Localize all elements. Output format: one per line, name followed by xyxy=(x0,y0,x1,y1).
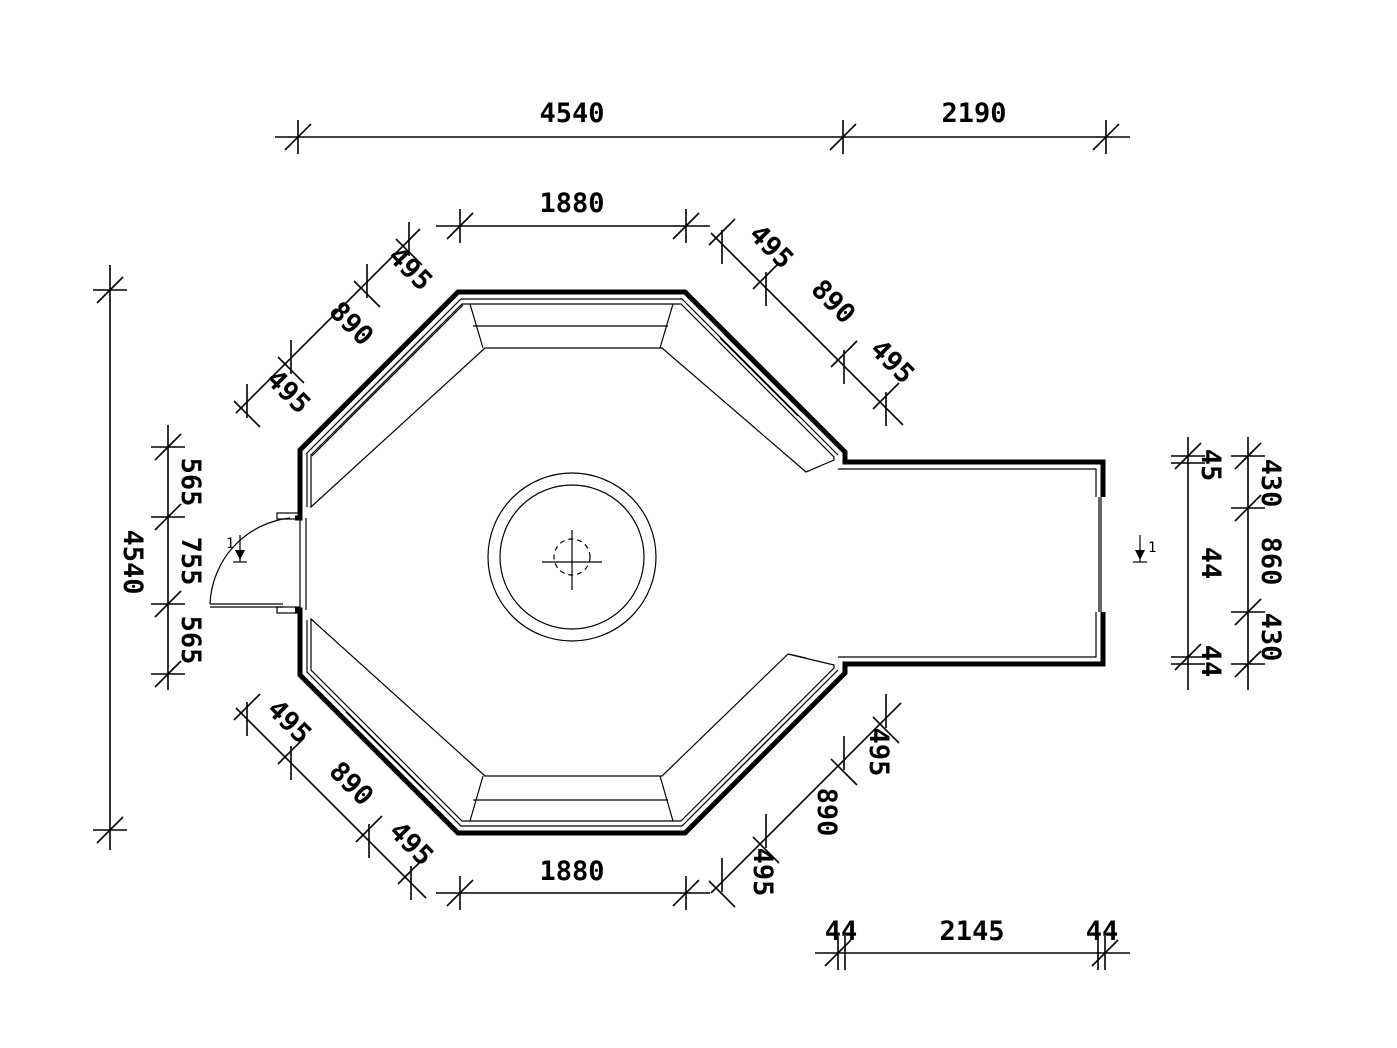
outer-wall xyxy=(276,289,1106,836)
dim-label: 1880 xyxy=(539,188,604,219)
dim-label: 44 xyxy=(1086,916,1119,947)
diagonal-windows xyxy=(341,331,803,795)
dim-label: 890 xyxy=(805,274,861,330)
dim-label: 495 xyxy=(747,848,778,897)
dim-label: 2145 xyxy=(939,916,1004,947)
dim-label: 430 xyxy=(1255,459,1286,508)
section-marker-left: 1 xyxy=(226,535,247,563)
left-dimension: 4540 565 755 565 xyxy=(93,265,206,850)
dim-label: 4540 xyxy=(539,98,604,129)
dim-label: 495 xyxy=(743,219,799,275)
bottom-dimension: 44 2145 44 xyxy=(815,916,1130,970)
dim-label: 565 xyxy=(175,458,206,507)
heater xyxy=(487,472,657,642)
section-marker-right: 1 xyxy=(1133,535,1156,563)
dim-label: 860 xyxy=(1255,537,1286,586)
section-label: 1 xyxy=(1148,540,1156,556)
dim-label: 890 xyxy=(811,788,842,837)
benches xyxy=(310,303,835,822)
top-wall-dimensions: 1880 495 890 495 495 890 495 xyxy=(233,188,920,428)
section-label: 1 xyxy=(226,536,234,552)
dim-label: 495 xyxy=(260,364,316,420)
dim-label: 495 xyxy=(864,334,920,390)
dim-label: 4540 xyxy=(117,529,148,594)
right-inner-dimension: 45 44 44 xyxy=(1171,437,1226,690)
dim-label: 495 xyxy=(863,728,894,777)
dim-label: 45 xyxy=(1195,449,1226,482)
dim-label: 755 xyxy=(175,537,206,586)
top-dimension: 4540 2190 xyxy=(275,98,1130,154)
dim-label: 495 xyxy=(382,241,438,297)
bottom-wall-dimensions: 1880 495 890 495 495 890 495 xyxy=(233,693,902,910)
dim-label: 565 xyxy=(175,616,206,665)
right-outer-dimension: 430 860 430 xyxy=(1231,437,1286,690)
dim-label: 44 xyxy=(825,916,858,947)
dim-label: 44 xyxy=(1195,645,1226,678)
dim-label: 2190 xyxy=(941,98,1006,129)
dim-label: 430 xyxy=(1255,613,1286,662)
dim-label: 1880 xyxy=(539,856,604,887)
dim-label: 890 xyxy=(323,296,379,352)
dim-label: 44 xyxy=(1195,547,1226,580)
door xyxy=(209,517,291,608)
